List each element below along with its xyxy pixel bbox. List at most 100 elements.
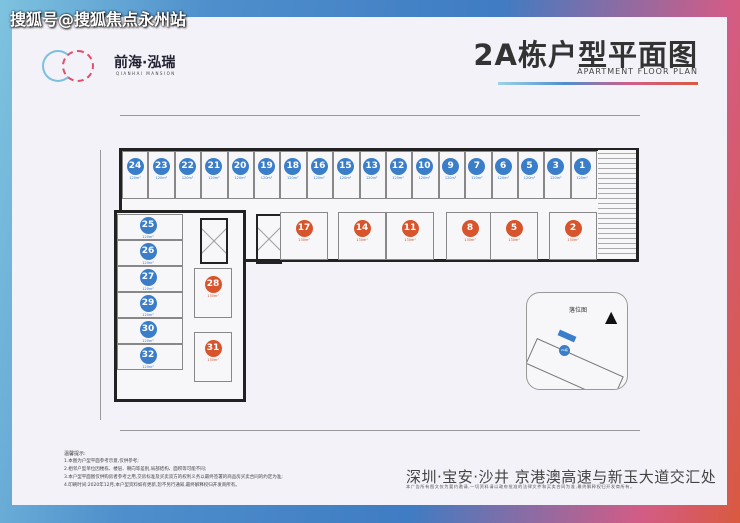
unit-area: 120m²	[142, 287, 154, 291]
unit-area: 130m²	[298, 238, 310, 242]
unit-area: 120m²	[497, 176, 509, 180]
notes-heading: 温馨提示:	[64, 451, 86, 457]
brand-name: 前海·泓瑞	[114, 55, 176, 71]
unit-area: 120m²	[550, 176, 562, 180]
brand-sub: QIANHAI MANSION	[116, 71, 176, 76]
north-arrow-icon: ▲	[605, 307, 618, 326]
unit-number: 8	[461, 220, 479, 237]
unit-number: 9	[442, 158, 460, 175]
unit-number: 23	[152, 158, 170, 175]
unit-number: 16	[310, 158, 328, 175]
elevator-shaft	[256, 214, 282, 264]
title-underline	[498, 82, 698, 85]
note-item: 2.相邻户型单位因楼栋、楼层、朝向等差别,局部结构、面积等可能不同;	[64, 467, 207, 472]
unit-number: 7	[468, 158, 486, 175]
unit-area: 130m²	[356, 238, 368, 242]
unit-area: 120m²	[287, 176, 299, 180]
unit-number: 2	[564, 220, 582, 237]
unit-number: 15	[336, 158, 354, 175]
unit-area: 120m²	[129, 176, 141, 180]
dimension-line-top	[120, 115, 640, 116]
unit-area: 120m²	[418, 176, 431, 180]
unit-area: 120m²	[208, 176, 220, 180]
stairwell	[598, 150, 636, 258]
unit-number: 12	[389, 158, 407, 175]
unit-area: 120m²	[392, 176, 404, 180]
unit-number: 13	[363, 158, 381, 175]
unit-number: 21	[205, 158, 223, 175]
unit-area: 120m²	[576, 176, 588, 180]
unit-area: 120m²	[142, 313, 154, 317]
note-item: 3.本户型平面图仅供购房者参考之用,交房标准及买卖双方的权利义务以最终签署的商品…	[64, 475, 283, 480]
unit-number: 30	[139, 321, 157, 338]
unit-area: 130m²	[464, 238, 476, 242]
note-item: 1.本图为户型平面参考示意,仅供参考;	[64, 459, 139, 464]
unit-number: 10	[415, 158, 433, 175]
unit-number: 32	[139, 347, 157, 364]
disclaimer: 本广告所有图文仅为要约邀请,一切资料请以政府批准的法律文件和买卖合同为准,最终解…	[406, 484, 635, 489]
unit-area: 120m²	[142, 339, 154, 343]
unit-number: 29	[139, 295, 157, 312]
unit-area: 120m²	[142, 235, 154, 239]
unit-number: 14	[353, 220, 371, 237]
unit-area: 130m²	[567, 238, 579, 242]
note-item: 4.印刷时间:2020年12月,本户型资料如有更新,恕不另行通知,最终解释权归开…	[64, 483, 240, 488]
page-subtitle: APARTMENT FLOOR PLAN	[577, 67, 698, 76]
unit-area: 120m²	[471, 176, 483, 180]
unit-number: 31	[204, 340, 222, 357]
unit-number: 27	[139, 269, 157, 286]
site-outline	[527, 338, 624, 389]
unit-area: 120m²	[313, 176, 325, 180]
unit-area: 130m²	[207, 358, 219, 362]
notes: 温馨提示: 1.本图为户型平面参考示意,仅供参考; 2.相邻户型单位因楼栋、楼层…	[64, 450, 283, 490]
watermark: 搜狐号@搜狐焦点永州站	[10, 10, 187, 29]
unit-number: 11	[401, 220, 419, 237]
unit-area: 120m²	[142, 261, 154, 265]
unit-number: 18	[284, 158, 302, 175]
unit-number: 5	[505, 220, 523, 237]
unit-number: 20	[231, 158, 249, 175]
room-cell	[465, 151, 492, 199]
page-title: 2A栋户型平面图	[473, 38, 698, 72]
unit-area: 130m²	[404, 238, 416, 242]
unit-area: 120m²	[142, 365, 154, 369]
unit-number: 28	[204, 276, 222, 293]
unit-area: 120m²	[234, 176, 246, 180]
dimension-line-left	[100, 150, 101, 420]
unit-number: 17	[295, 220, 313, 237]
corridor	[122, 200, 598, 210]
unit-area: 120m²	[260, 176, 273, 180]
unit-area: 120m²	[155, 176, 168, 180]
location-map-title: 落位图	[569, 307, 588, 314]
unit-area: 120m²	[181, 176, 194, 180]
unit-number: 24	[126, 158, 144, 175]
unit-area: 130m²	[207, 294, 219, 298]
unit-number: 25	[139, 217, 157, 234]
dimension-line-bottom	[120, 430, 640, 431]
